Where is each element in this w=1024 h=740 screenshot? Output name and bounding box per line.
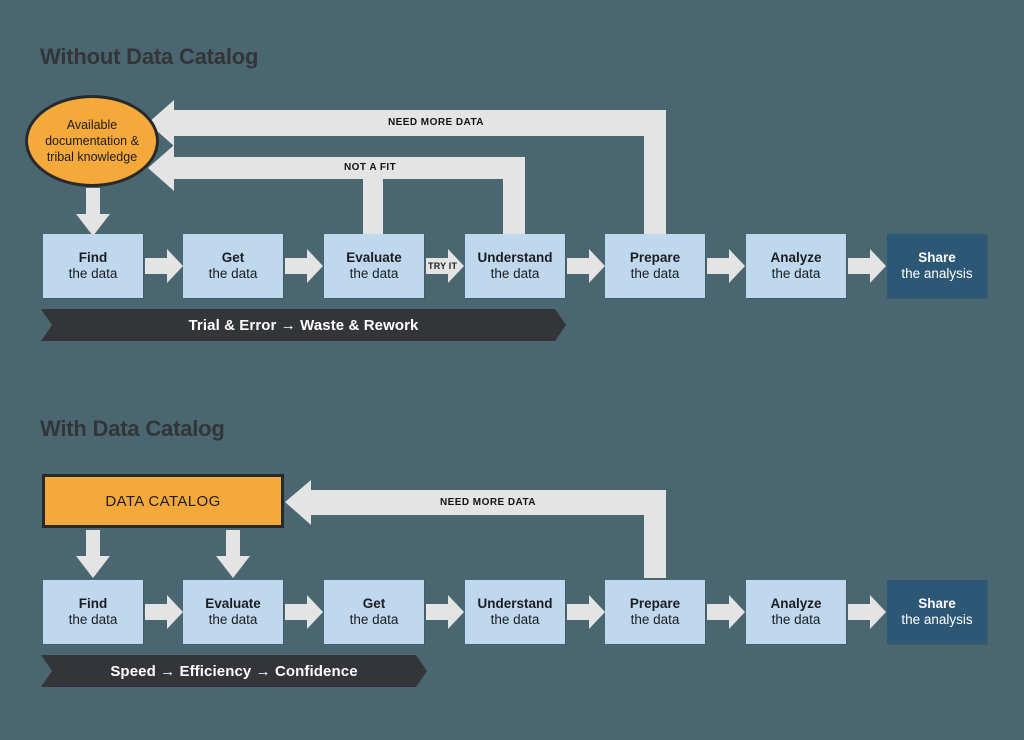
step-title: Analyze [770, 596, 822, 612]
arrow2-get-to-understand [426, 595, 466, 629]
step-box-get[interactable]: Get the data [183, 234, 283, 298]
ellipse-line-1: Available [66, 118, 118, 132]
outcome-banner-text: Speed → Efficiency → Confidence [110, 662, 358, 680]
arrow-down-catalog-to-evaluate [216, 530, 250, 578]
loop-not-a-fit-horizontal-bar [170, 157, 525, 179]
step-title: Analyze [770, 250, 822, 266]
arrow-find-to-get [145, 249, 185, 283]
step2-box-understand[interactable]: Understand the data [465, 580, 565, 644]
step-subtitle: the data [349, 266, 399, 281]
loop-label-need-more-data: NEED MORE DATA [388, 117, 484, 128]
arrow2-understand-to-prepare [567, 595, 607, 629]
step-title: Evaluate [346, 250, 402, 266]
loop2-label-need-more-data: NEED MORE DATA [440, 497, 536, 508]
step2-box-evaluate[interactable]: Evaluate the data [183, 580, 283, 644]
loop-need-more-data-horizontal-bar [170, 110, 666, 136]
step2-box-share[interactable]: Share the analysis [887, 580, 987, 644]
step-title: Prepare [629, 250, 681, 266]
step-subtitle: the data [208, 266, 258, 281]
loop2-need-more-data-arrowhead [285, 480, 311, 526]
step-title: Find [78, 596, 108, 612]
step-subtitle: the data [771, 612, 821, 627]
step-box-find[interactable]: Find the data [43, 234, 143, 298]
loop-not-a-fit-vertical-stem-evaluate [363, 179, 383, 239]
ellipse-line-2: documentation & [45, 134, 139, 148]
step-box-share[interactable]: Share the analysis [887, 234, 987, 298]
arrow2-evaluate-to-get [285, 595, 325, 629]
step-title: Understand [477, 250, 553, 266]
loop-not-a-fit-arrowhead [148, 145, 174, 191]
section-heading-without: Without Data Catalog [40, 44, 259, 69]
step2-box-get[interactable]: Get the data [324, 580, 424, 644]
step-subtitle: the data [68, 266, 118, 281]
step-box-evaluate[interactable]: Evaluate the data [324, 234, 424, 298]
step2-box-find[interactable]: Find the data [43, 580, 143, 644]
loop-need-more-data-vertical-stem [644, 110, 666, 238]
step-title: Get [362, 596, 386, 612]
step-subtitle: the data [68, 612, 118, 627]
step2-box-analyze[interactable]: Analyze the data [746, 580, 846, 644]
loop-need-more-data-arrowhead [148, 100, 174, 146]
loop2-need-more-data-horizontal-bar [305, 490, 666, 515]
step-box-analyze[interactable]: Analyze the data [746, 234, 846, 298]
arrow-prepare-to-analyze [707, 249, 747, 283]
step-subtitle: the data [208, 612, 258, 627]
step-subtitle: the data [490, 266, 540, 281]
loop-not-a-fit-vertical-stem-understand [503, 157, 525, 239]
arrow-down-catalog-to-find [76, 530, 110, 578]
arrow2-find-to-evaluate [145, 595, 185, 629]
arrow-evaluate-to-understand [426, 249, 466, 283]
step-subtitle: the data [490, 612, 540, 627]
arrow-understand-to-prepare [567, 249, 607, 283]
step-subtitle: the analysis [901, 612, 973, 627]
outcome-banner-without: Trial & Error → Waste & Rework [41, 309, 566, 341]
step-box-understand[interactable]: Understand the data [465, 234, 565, 298]
step-subtitle: the analysis [901, 266, 973, 281]
outcome-banner-text: Trial & Error → Waste & Rework [188, 316, 419, 334]
step-title: Understand [477, 596, 553, 612]
data-catalog-label: DATA CATALOG [105, 492, 221, 510]
step-title: Find [78, 250, 108, 266]
arrow-get-to-evaluate [285, 249, 325, 283]
step-title: Evaluate [205, 596, 261, 612]
connector-label-try-it: TRY IT [428, 261, 458, 271]
section-heading-with: With Data Catalog [40, 416, 225, 441]
source-data-catalog[interactable]: DATA CATALOG [42, 474, 284, 528]
step-subtitle: the data [630, 266, 680, 281]
step-title: Prepare [629, 596, 681, 612]
step-subtitle: the data [771, 266, 821, 281]
step-title: Share [918, 596, 956, 612]
outcome-banner-with: Speed → Efficiency → Confidence [41, 655, 427, 687]
step-box-prepare[interactable]: Prepare the data [605, 234, 705, 298]
arrow2-analyze-to-share [848, 595, 888, 629]
ellipse-line-3: tribal knowledge [46, 150, 138, 164]
step2-box-prepare[interactable]: Prepare the data [605, 580, 705, 644]
arrow-analyze-to-share [848, 249, 888, 283]
source-available-documentation: Available documentation & tribal knowled… [25, 95, 159, 187]
arrow-down-ellipse-to-find [76, 188, 110, 236]
arrow2-prepare-to-analyze [707, 595, 747, 629]
step-title: Get [221, 250, 245, 266]
loop-label-not-a-fit: NOT A FIT [344, 162, 397, 173]
loop2-need-more-data-vertical-stem [644, 490, 666, 578]
step-title: Share [918, 250, 956, 266]
step-subtitle: the data [630, 612, 680, 627]
step-subtitle: the data [349, 612, 399, 627]
